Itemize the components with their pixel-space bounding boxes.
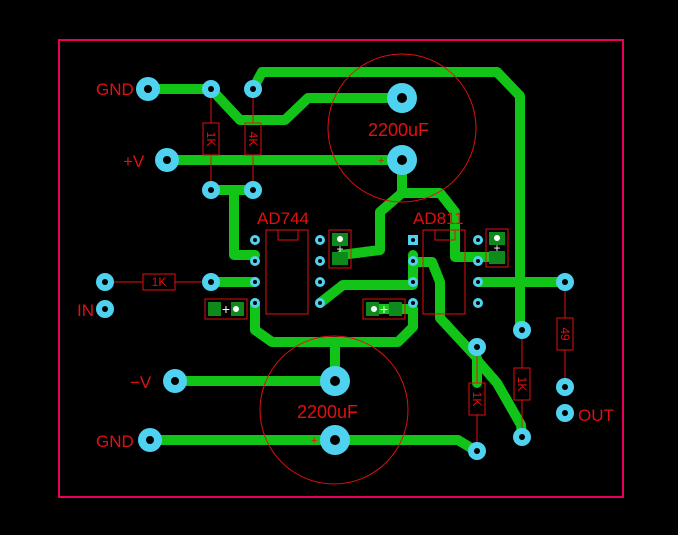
ic2-notch [434,229,456,241]
res-top2-value: 4K [246,132,260,147]
smd-cap-left: + [204,298,248,320]
svg-text:+: + [493,241,500,255]
svg-text:+: + [222,301,230,317]
svg-text:+: + [380,301,388,317]
label-vplus: +V [123,152,145,171]
cap-top-plus: + [378,155,384,167]
large-pad-holes [144,85,407,445]
silkscreen [105,53,574,485]
medium-pad-holes [102,86,568,454]
ic-pin-holes [253,238,480,305]
board-outline [58,39,624,498]
trace-r1k-to-ic1 [229,185,260,260]
cap-bottom-outline [259,335,409,485]
board-labels: GND +V IN −V GND OUT AD744 AD811 2200uF … [77,80,614,451]
ic1-outline [265,229,309,315]
label-cap-top: 2200uF [368,120,429,140]
smd-cap-middle: + [362,298,406,320]
label-ic2: AD811 [413,209,464,228]
smd-cap-ic2: + [485,228,509,268]
smd-cap-ic1: + [328,229,352,269]
label-in: IN [77,301,94,320]
res-top1-value: 1K [204,132,218,147]
ic1-notch [277,229,299,241]
ic-pins [250,235,483,308]
trace-gnd-upper-right [248,67,525,335]
cap-top-outline [327,53,477,203]
resistor-values: 1K 4K 1K 1K 1K 49 [152,132,572,407]
res-in-value: 1K [152,275,167,289]
label-gnd-top: GND [96,80,134,99]
trace-gnd-top [143,84,405,125]
trace-ic1-out [315,250,418,308]
label-out: OUT [578,406,614,425]
label-gnd-bottom: GND [96,432,134,451]
label-vminus: −V [130,373,152,392]
res-right-value: 1K [515,377,529,392]
svg-text:+: + [336,242,343,256]
smd-capacitors: + + + + [204,228,509,320]
copper-traces [143,67,570,456]
res-mid-value: 1K [470,392,484,407]
trace-cap-to-chip [336,155,407,260]
cap-bottom-plus: + [311,435,317,447]
label-ic1: AD744 [257,209,309,228]
trace-cap-right [397,188,500,262]
res-out-value: 49 [558,327,572,341]
label-cap-bottom: 2200uF [297,402,358,422]
